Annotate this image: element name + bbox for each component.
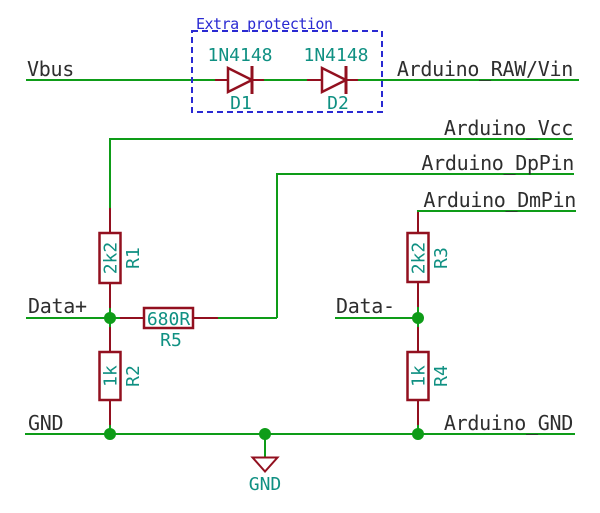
r2-value: 1k: [101, 365, 122, 387]
junction-data-plus: [104, 312, 116, 324]
d2-anode-triangle: [320, 65, 349, 95]
r1-value: 2k2: [101, 242, 122, 275]
net-label-arduino-dmpin: Arduino_DmPin: [423, 188, 576, 212]
r4-value: 1k: [409, 365, 430, 387]
d1-value: 1N4148: [207, 45, 272, 66]
d1-ref: D1: [230, 93, 252, 114]
gnd-symbol-icon: [250, 456, 280, 474]
diode-d1: [226, 65, 255, 95]
d1-anode-triangle: [226, 65, 255, 95]
resistor-r3-body: [406, 231, 430, 284]
net-label-data-minus: Data-: [336, 294, 395, 318]
r1-ref: R1: [123, 247, 144, 269]
resistor-r1-body: [98, 231, 122, 285]
resistor-r2-body: [98, 350, 122, 402]
r2-ref: R2: [123, 365, 144, 387]
resistor-r5-body: [142, 306, 195, 330]
wire-arduino-dppin: [276, 173, 574, 318]
net-label-arduino-dppin: Arduino_DpPin: [421, 151, 574, 175]
junction-data-minus: [412, 312, 424, 324]
net-label-data-plus: Data+: [28, 294, 87, 318]
extra-protection-box: [191, 30, 383, 113]
net-label-vbus: Vbus: [27, 57, 74, 81]
net-label-arduino-gnd: Arduino_GND: [444, 411, 573, 435]
resistor-r4-body: [406, 350, 430, 402]
net-label-gnd: GND: [28, 411, 63, 435]
gnd-symbol-label: GND: [249, 474, 282, 495]
d2-ref: D2: [327, 93, 349, 114]
r4-ref: R4: [431, 365, 452, 387]
net-label-arduino-raw-vin: Arduino_RAW/Vin: [397, 57, 573, 81]
junction-gnd-mid: [259, 428, 271, 440]
net-label-arduino-vcc: Arduino_Vcc: [444, 116, 573, 140]
r3-ref: R3: [431, 247, 452, 269]
junction-gnd-left: [104, 428, 116, 440]
extra-protection-label: Extra protection: [196, 15, 333, 33]
diode-d2: [320, 65, 349, 95]
d2-value: 1N4148: [303, 45, 368, 66]
r5-ref: R5: [160, 330, 182, 351]
junction-gnd-right: [412, 428, 424, 440]
r5-value: 680R: [147, 309, 191, 330]
r3-value: 2k2: [409, 242, 430, 275]
